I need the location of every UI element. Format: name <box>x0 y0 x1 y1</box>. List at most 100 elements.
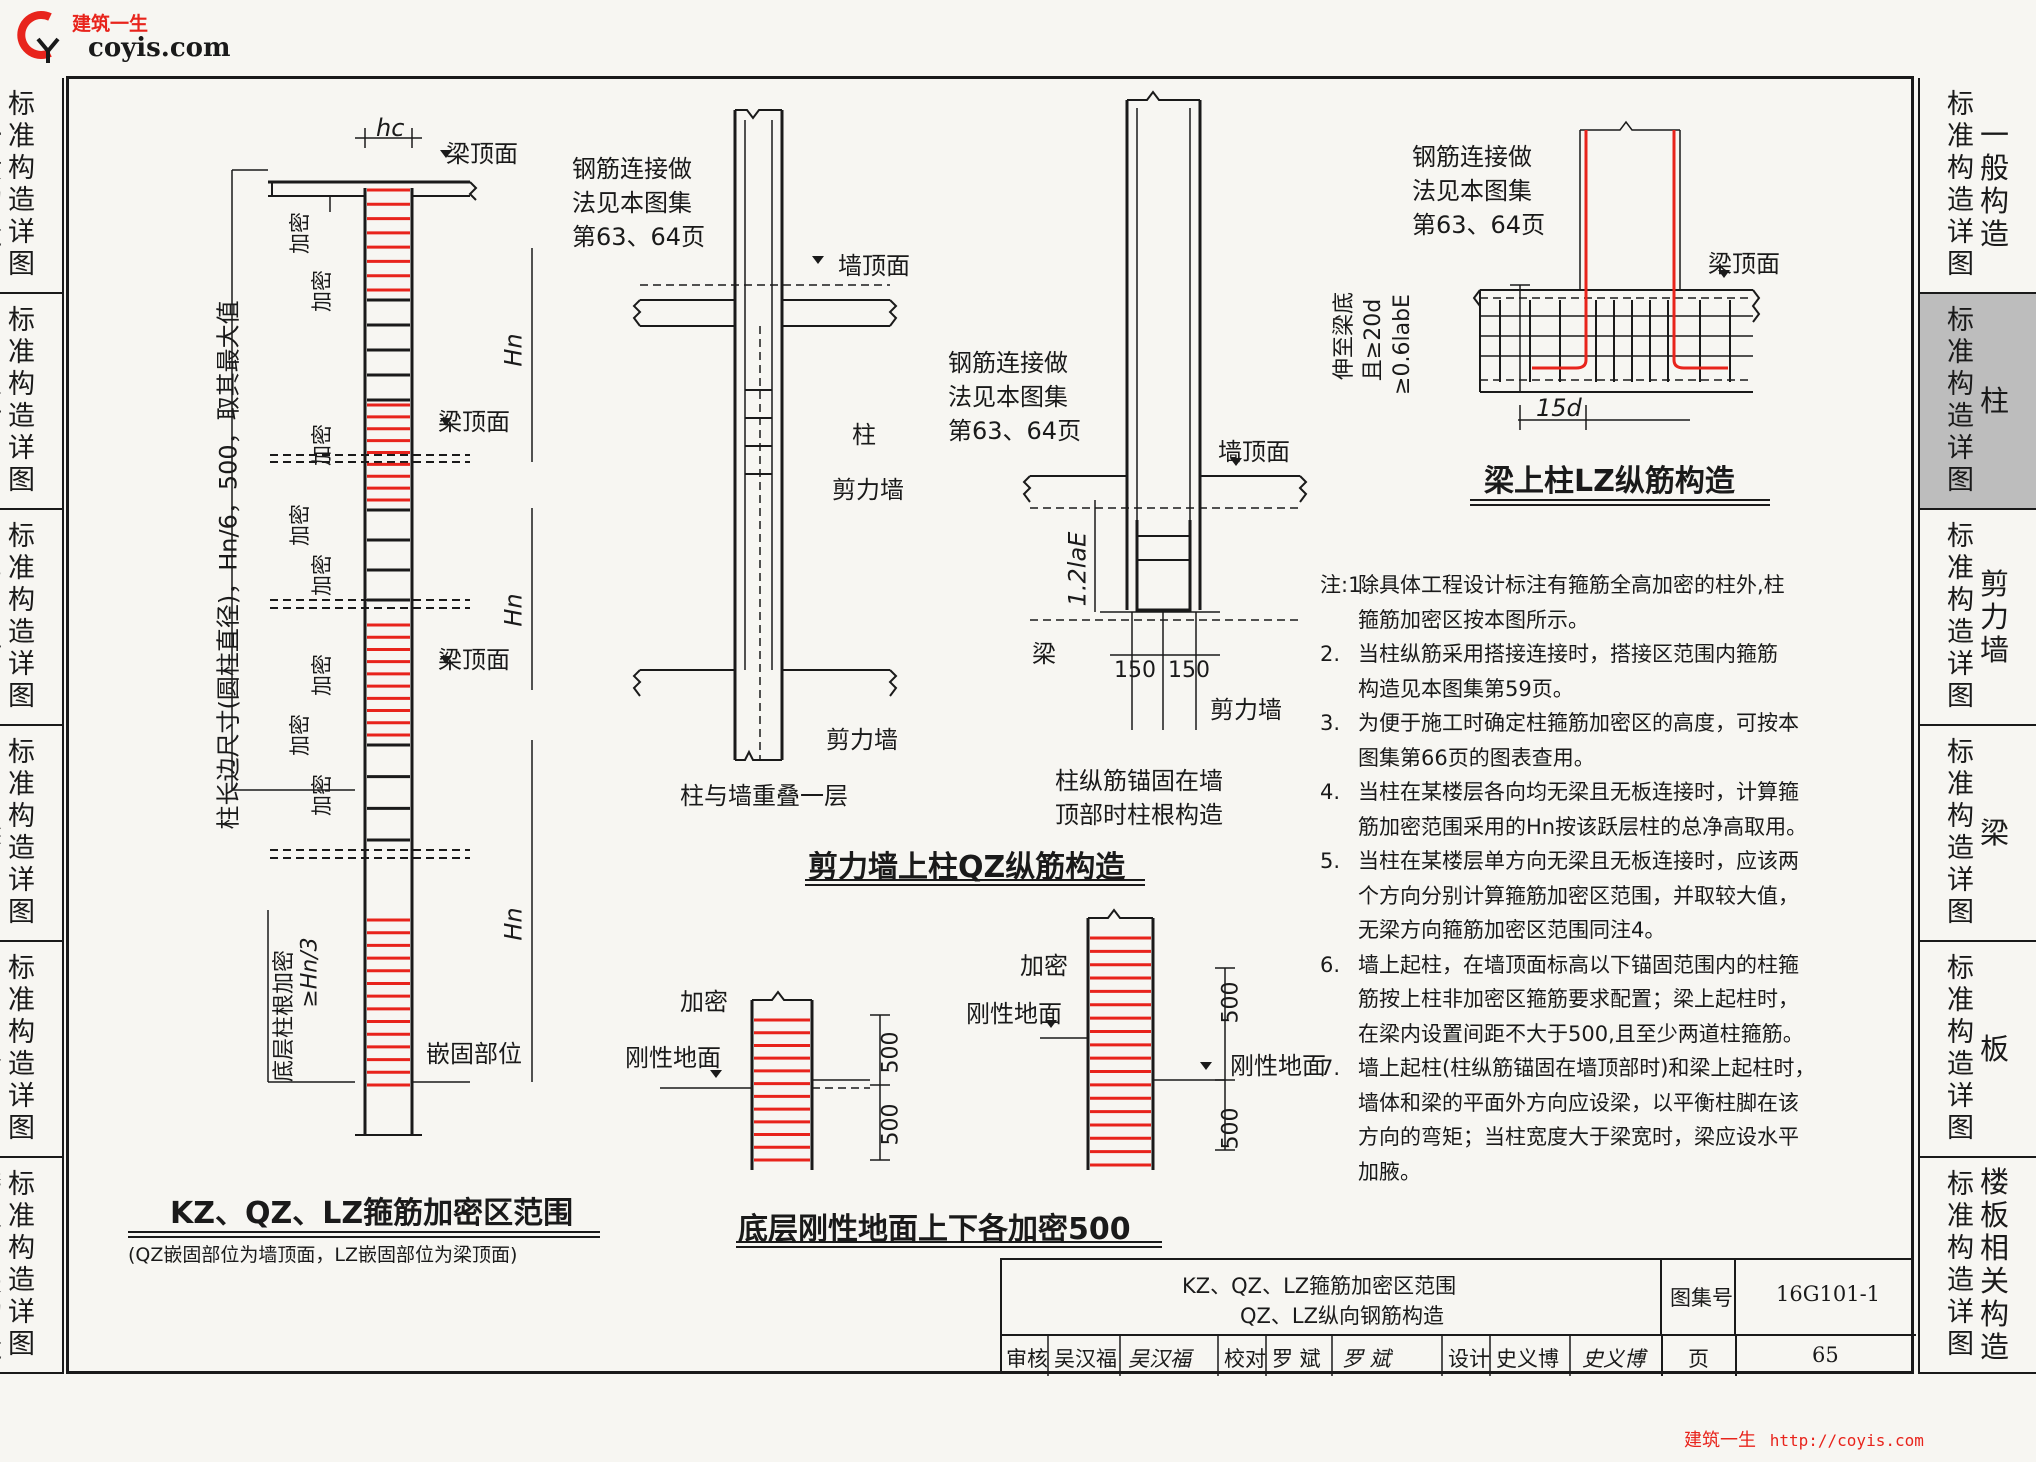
fig1-dense-label: 加密 <box>288 504 312 546</box>
note-3-line-2: 图集第66页的图表查用。 <box>1358 745 1595 770</box>
note-2-line-1: 2.当柱纵筋采用搭接连接时，搭接区范围内箍筋 <box>1320 642 1778 666</box>
title-block: KZ、QZ、LZ箍筋加密区范围 QZ、LZ纵向钢筋构造 图集号 16G101-1… <box>1000 1258 1916 1376</box>
fig3-ref: 钢筋连接做 法见本图集 第63、64页 <box>1412 143 1546 239</box>
fig3-title: 梁上柱LZ纵筋构造 <box>1484 464 1735 499</box>
fig1-base-label: 底层柱根加密 <box>272 949 298 1083</box>
fig2-ref-2: 钢筋连接做 法见本图集 第63、64页 <box>948 349 1082 445</box>
tb-title-1: KZ、QZ、LZ箍筋加密区范围 <box>1182 1274 1457 1298</box>
note-3-line-1: 3.为便于施工时确定柱箍筋加密区的高度，可按本 <box>1320 711 1799 735</box>
notes: 注:1.除具体工程设计标注有箍筋全高加密的柱外,柱箍筋加密区按本图所示。 2.当柱… <box>1320 568 1905 1189</box>
right-tab-2[interactable]: 标准构造详图剪力墙 <box>1920 510 2036 726</box>
fig1-dense-label: 加密 <box>288 212 312 254</box>
left-tab-strip: 标准构造详图一般构造标准构造详图柱标准构造详图剪力墙标准构造详图梁标准构造详图板… <box>0 78 64 1374</box>
tb-checker-signature: 罗 斌 <box>1342 1347 1391 1371</box>
fig3-side: 伸至梁底 且≥20d ≥0.6labE <box>1332 291 1415 395</box>
fig2-dim-150-b: 150 <box>1168 658 1210 683</box>
fig4-rigid-3: 刚性地面 <box>1230 1052 1326 1080</box>
fig4-dense-2: 加密 <box>1020 952 1068 980</box>
right-tab-category-1: 柱 <box>1979 383 2009 418</box>
right-tab-category-4: 板 <box>1979 1031 2009 1066</box>
fig1-base-value: ≥Hn/3 <box>297 937 323 1008</box>
tb-reviewer-signature: 吴汉福 <box>1128 1347 1191 1371</box>
right-tab-strip: 标准构造详图一般构造标准构造详图柱标准构造详图剪力墙标准构造详图梁标准构造详图板… <box>1918 78 2036 1374</box>
left-tab-category-1: 柱 <box>0 384 2 418</box>
fig3-dim-15d: 15d <box>1536 394 1582 422</box>
fig1-hn-2: Hn <box>499 593 528 627</box>
tb-atlas-label-cell: 图集号 <box>1662 1260 1736 1336</box>
fig4-right <box>1040 908 1235 1170</box>
fig1-dense-label: 加密 <box>310 424 334 466</box>
logo-brand: 建筑一生 <box>72 13 149 35</box>
fig4-500-d: 500 <box>1218 1107 1244 1150</box>
note-2-line-2: 构造见本图集第59页。 <box>1358 676 1574 701</box>
note-6-line-2: 筋按上柱非加密区箍筋要求配置；梁上起柱时， <box>1358 987 1799 1011</box>
right-tab-label-2: 标准构造详图 <box>1946 521 1974 712</box>
fig2-anchor-len: 1.2laE <box>1063 531 1092 607</box>
fig2-wall-top-2: 墙顶面 <box>1218 438 1290 466</box>
fig1-subtitle: (QZ嵌固部位为墙顶面，LZ嵌固部位为梁顶面) <box>128 1244 518 1266</box>
logo: 建筑一生 coyis.com <box>8 5 231 65</box>
fig4-dense-1: 加密 <box>680 988 728 1016</box>
fig2-overlap <box>632 109 898 761</box>
fig4-rigid-2: 刚性地面 <box>966 1000 1062 1028</box>
tb-designer-signature: 史义博 <box>1582 1347 1645 1371</box>
fig2-overlap-caption: 柱与墙重叠一层 <box>680 782 848 810</box>
fig1-embed: 嵌固部位 <box>426 1040 522 1068</box>
fig1-dense-label: 加密 <box>310 774 334 816</box>
fig1-column <box>231 128 533 1136</box>
footer-credit: 建筑一生 http://coyis.com <box>1684 1426 1924 1452</box>
fig1-beam-top-1: 梁顶面 <box>446 140 518 168</box>
note-1-line-1: 注:1.除具体工程设计标注有箍筋全高加密的柱外,柱 <box>1320 573 1785 597</box>
tb-title-cell: KZ、QZ、LZ箍筋加密区范围 QZ、LZ纵向钢筋构造 <box>1002 1260 1662 1336</box>
fig1-dense-label: 加密 <box>310 654 334 696</box>
note-4-line-1: 4.当柱在某楼层各向均无梁且无板连接时，计算箍 <box>1320 780 1799 804</box>
fig2-title: 剪力墙上柱QZ纵筋构造 <box>808 850 1126 885</box>
note-7-line-2: 墙体和梁的平面外方向应设梁，以平衡柱脚在该 <box>1358 1090 1799 1115</box>
fig2-beam: 梁 <box>1032 640 1056 668</box>
right-tab-0[interactable]: 标准构造详图一般构造 <box>1920 78 2036 294</box>
right-tab-category-2: 剪力墙 <box>1979 566 2009 667</box>
note-1-line-2: 箍筋加密区按本图所示。 <box>1358 607 1589 632</box>
right-tab-1[interactable]: 标准构造详图柱 <box>1920 294 2036 510</box>
fig1-beam-top-3: 梁顶面 <box>438 646 510 674</box>
left-tab-label-5: 标准构造详图 <box>8 1169 35 1360</box>
note-7-line-4: 加腋。 <box>1358 1159 1421 1184</box>
logo-domain: coyis.com <box>88 33 231 63</box>
fig2-wall-top: 墙顶面 <box>838 252 910 280</box>
left-tab-label-1: 标准构造详图 <box>8 305 35 496</box>
right-tab-label-4: 标准构造详图 <box>1946 953 1974 1144</box>
left-tab-category-4: 板 <box>0 1032 2 1066</box>
left-tab-category-3: 梁 <box>0 816 2 850</box>
right-tab-5[interactable]: 标准构造详图楼板相关构造 <box>1920 1158 2036 1374</box>
fig4-rigid-1: 刚性地面 <box>625 1044 721 1072</box>
left-tab-label-0: 标准构造详图 <box>8 89 35 280</box>
note-7-line-3: 方向的弯矩；当柱宽度大于梁宽时，梁应设水平 <box>1358 1125 1799 1149</box>
fig1-side-label: 柱长边尺寸(圆柱直径)，Hn/6，500，取其最大值 <box>214 300 243 830</box>
note-6-line-3: 在梁内设置间距不大于500,且至少两道柱箍筋。 <box>1358 1021 1804 1046</box>
fig2-shear-wall-3: 剪力墙 <box>1210 696 1282 724</box>
fig4-left <box>660 990 890 1170</box>
right-tab-3[interactable]: 标准构造详图梁 <box>1920 726 2036 942</box>
fig3-beam-column <box>1472 120 1761 430</box>
fig1-beam-top-2: 梁顶面 <box>438 408 510 436</box>
right-tab-4[interactable]: 标准构造详图板 <box>1920 942 2036 1158</box>
fig4-500-a: 500 <box>878 1031 904 1074</box>
drawing-frame <box>66 76 1914 1374</box>
fig1-dense-label: 加密 <box>288 714 312 756</box>
note-6-line-1: 6.墙上起柱，在墙顶面标高以下锚固范围内的柱箍 <box>1320 952 1799 977</box>
fig2-ref: 钢筋连接做 法见本图集 第63、64页 <box>572 155 706 251</box>
note-5-line-1: 5.当柱在某楼层单方向无梁且无板连接时，应该两 <box>1320 849 1799 873</box>
fig2-dim-150-a: 150 <box>1114 658 1156 683</box>
note-5-line-2: 个方向分别计算箍筋加密区范围，并取较大值， <box>1358 883 1799 908</box>
fig4-500-c: 500 <box>1218 981 1244 1024</box>
tb-sign-row: 审核 吴汉福 吴汉福 校对 罗 斌 罗 斌 设计 史义博 史义博 页 65 <box>1006 1343 1839 1371</box>
fig2-anchor-caption: 柱纵筋锚固在墙 顶部时柱根构造 <box>1055 767 1223 829</box>
